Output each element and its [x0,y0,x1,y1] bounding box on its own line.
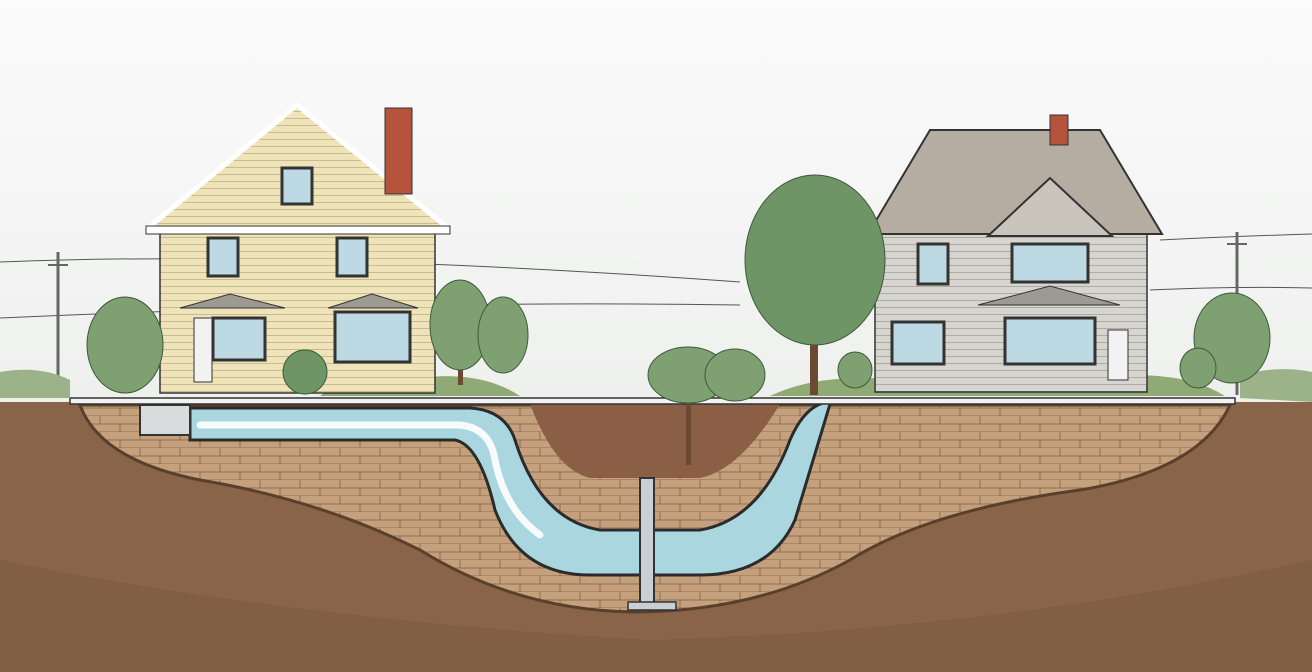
drain-base [627,601,677,611]
ground-slab [69,397,1236,405]
window [206,236,240,278]
tree-icon [86,174,1271,465]
chimney-icon [1049,114,1069,146]
water-channel [188,400,832,577]
chimney-icon [384,107,413,195]
drain-shaft [639,477,655,609]
soil-pocket [530,404,780,478]
house-right [866,114,1164,393]
window [1010,242,1090,284]
door [1107,329,1129,381]
soil-lower [0,560,1312,672]
window [1003,316,1097,366]
water-pipe-icon [196,421,544,539]
window [335,236,369,278]
window [211,316,267,362]
bay-window [333,310,412,364]
window [916,242,950,286]
door [193,317,213,383]
inlet-box [139,404,191,436]
window [280,166,314,206]
house-left [145,101,451,394]
window [890,320,946,366]
